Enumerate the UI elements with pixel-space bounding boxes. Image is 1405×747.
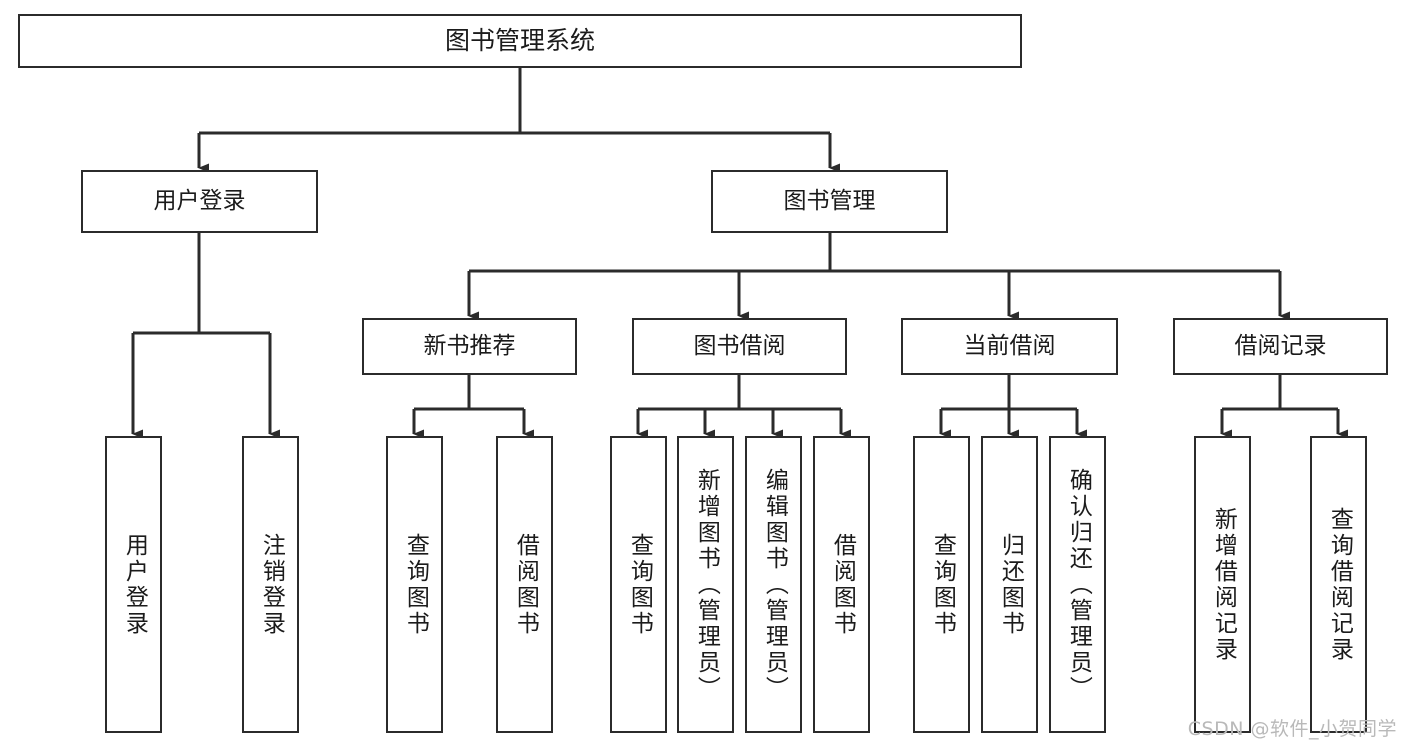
node-root-book-management-system[interactable]: 图书管理系统 bbox=[18, 14, 1022, 68]
node-leaf-query-borrow-record[interactable]: 查询借阅记录 bbox=[1310, 436, 1367, 733]
node-book-management-label: 图书管理 bbox=[783, 187, 876, 214]
node-leaf-query-book-bb[interactable]: 查询图书 bbox=[610, 436, 667, 733]
node-new-book-recommend[interactable]: 新书推荐 bbox=[362, 318, 577, 375]
node-borrow-record-label: 借阅记录 bbox=[1234, 332, 1327, 359]
node-leaf-return-book-label: 归还图书 bbox=[997, 532, 1024, 637]
node-leaf-query-book-bb-label: 查询图书 bbox=[626, 532, 653, 637]
node-book-borrow-label: 图书借阅 bbox=[693, 332, 786, 359]
node-leaf-query-book-nb[interactable]: 查询图书 bbox=[386, 436, 443, 733]
node-borrow-record[interactable]: 借阅记录 bbox=[1173, 318, 1388, 375]
node-book-management[interactable]: 图书管理 bbox=[711, 170, 948, 233]
node-leaf-query-book-cb-label: 查询图书 bbox=[929, 532, 956, 637]
node-leaf-confirm-return-admin-label: 确认归还（管理员） bbox=[1065, 467, 1092, 702]
node-leaf-add-book-admin-label: 新增图书（管理员） bbox=[693, 467, 720, 702]
node-leaf-borrow-book-nb-label: 借阅图书 bbox=[512, 532, 539, 637]
node-leaf-user-login-label: 用户登录 bbox=[121, 532, 148, 637]
node-leaf-user-login[interactable]: 用户登录 bbox=[105, 436, 162, 733]
node-user-login[interactable]: 用户登录 bbox=[81, 170, 318, 233]
node-root-label: 图书管理系统 bbox=[444, 26, 595, 55]
node-current-borrow[interactable]: 当前借阅 bbox=[901, 318, 1118, 375]
node-leaf-return-book[interactable]: 归还图书 bbox=[981, 436, 1038, 733]
node-book-borrow[interactable]: 图书借阅 bbox=[632, 318, 847, 375]
node-leaf-confirm-return-admin[interactable]: 确认归还（管理员） bbox=[1049, 436, 1106, 733]
node-leaf-add-borrow-record-label: 新增借阅记录 bbox=[1210, 506, 1237, 663]
node-leaf-query-book-cb[interactable]: 查询图书 bbox=[913, 436, 970, 733]
csdn-watermark: CSDN @软件_小贺同学 bbox=[1187, 718, 1397, 740]
node-leaf-logout-label: 注销登录 bbox=[258, 532, 285, 637]
node-leaf-add-book-admin[interactable]: 新增图书（管理员） bbox=[677, 436, 734, 733]
node-leaf-query-book-nb-label: 查询图书 bbox=[402, 532, 429, 637]
node-new-book-recommend-label: 新书推荐 bbox=[423, 332, 516, 359]
node-leaf-add-borrow-record[interactable]: 新增借阅记录 bbox=[1194, 436, 1251, 733]
node-leaf-logout[interactable]: 注销登录 bbox=[242, 436, 299, 733]
node-current-borrow-label: 当前借阅 bbox=[963, 332, 1056, 359]
node-leaf-edit-book-admin-label: 编辑图书（管理员） bbox=[761, 467, 788, 702]
node-leaf-edit-book-admin[interactable]: 编辑图书（管理员） bbox=[745, 436, 802, 733]
node-leaf-borrow-book-nb[interactable]: 借阅图书 bbox=[496, 436, 553, 733]
node-user-login-label: 用户登录 bbox=[153, 187, 246, 214]
node-leaf-borrow-book-bb[interactable]: 借阅图书 bbox=[813, 436, 870, 733]
node-leaf-query-borrow-record-label: 查询借阅记录 bbox=[1326, 506, 1353, 663]
node-leaf-borrow-book-bb-label: 借阅图书 bbox=[829, 532, 856, 637]
